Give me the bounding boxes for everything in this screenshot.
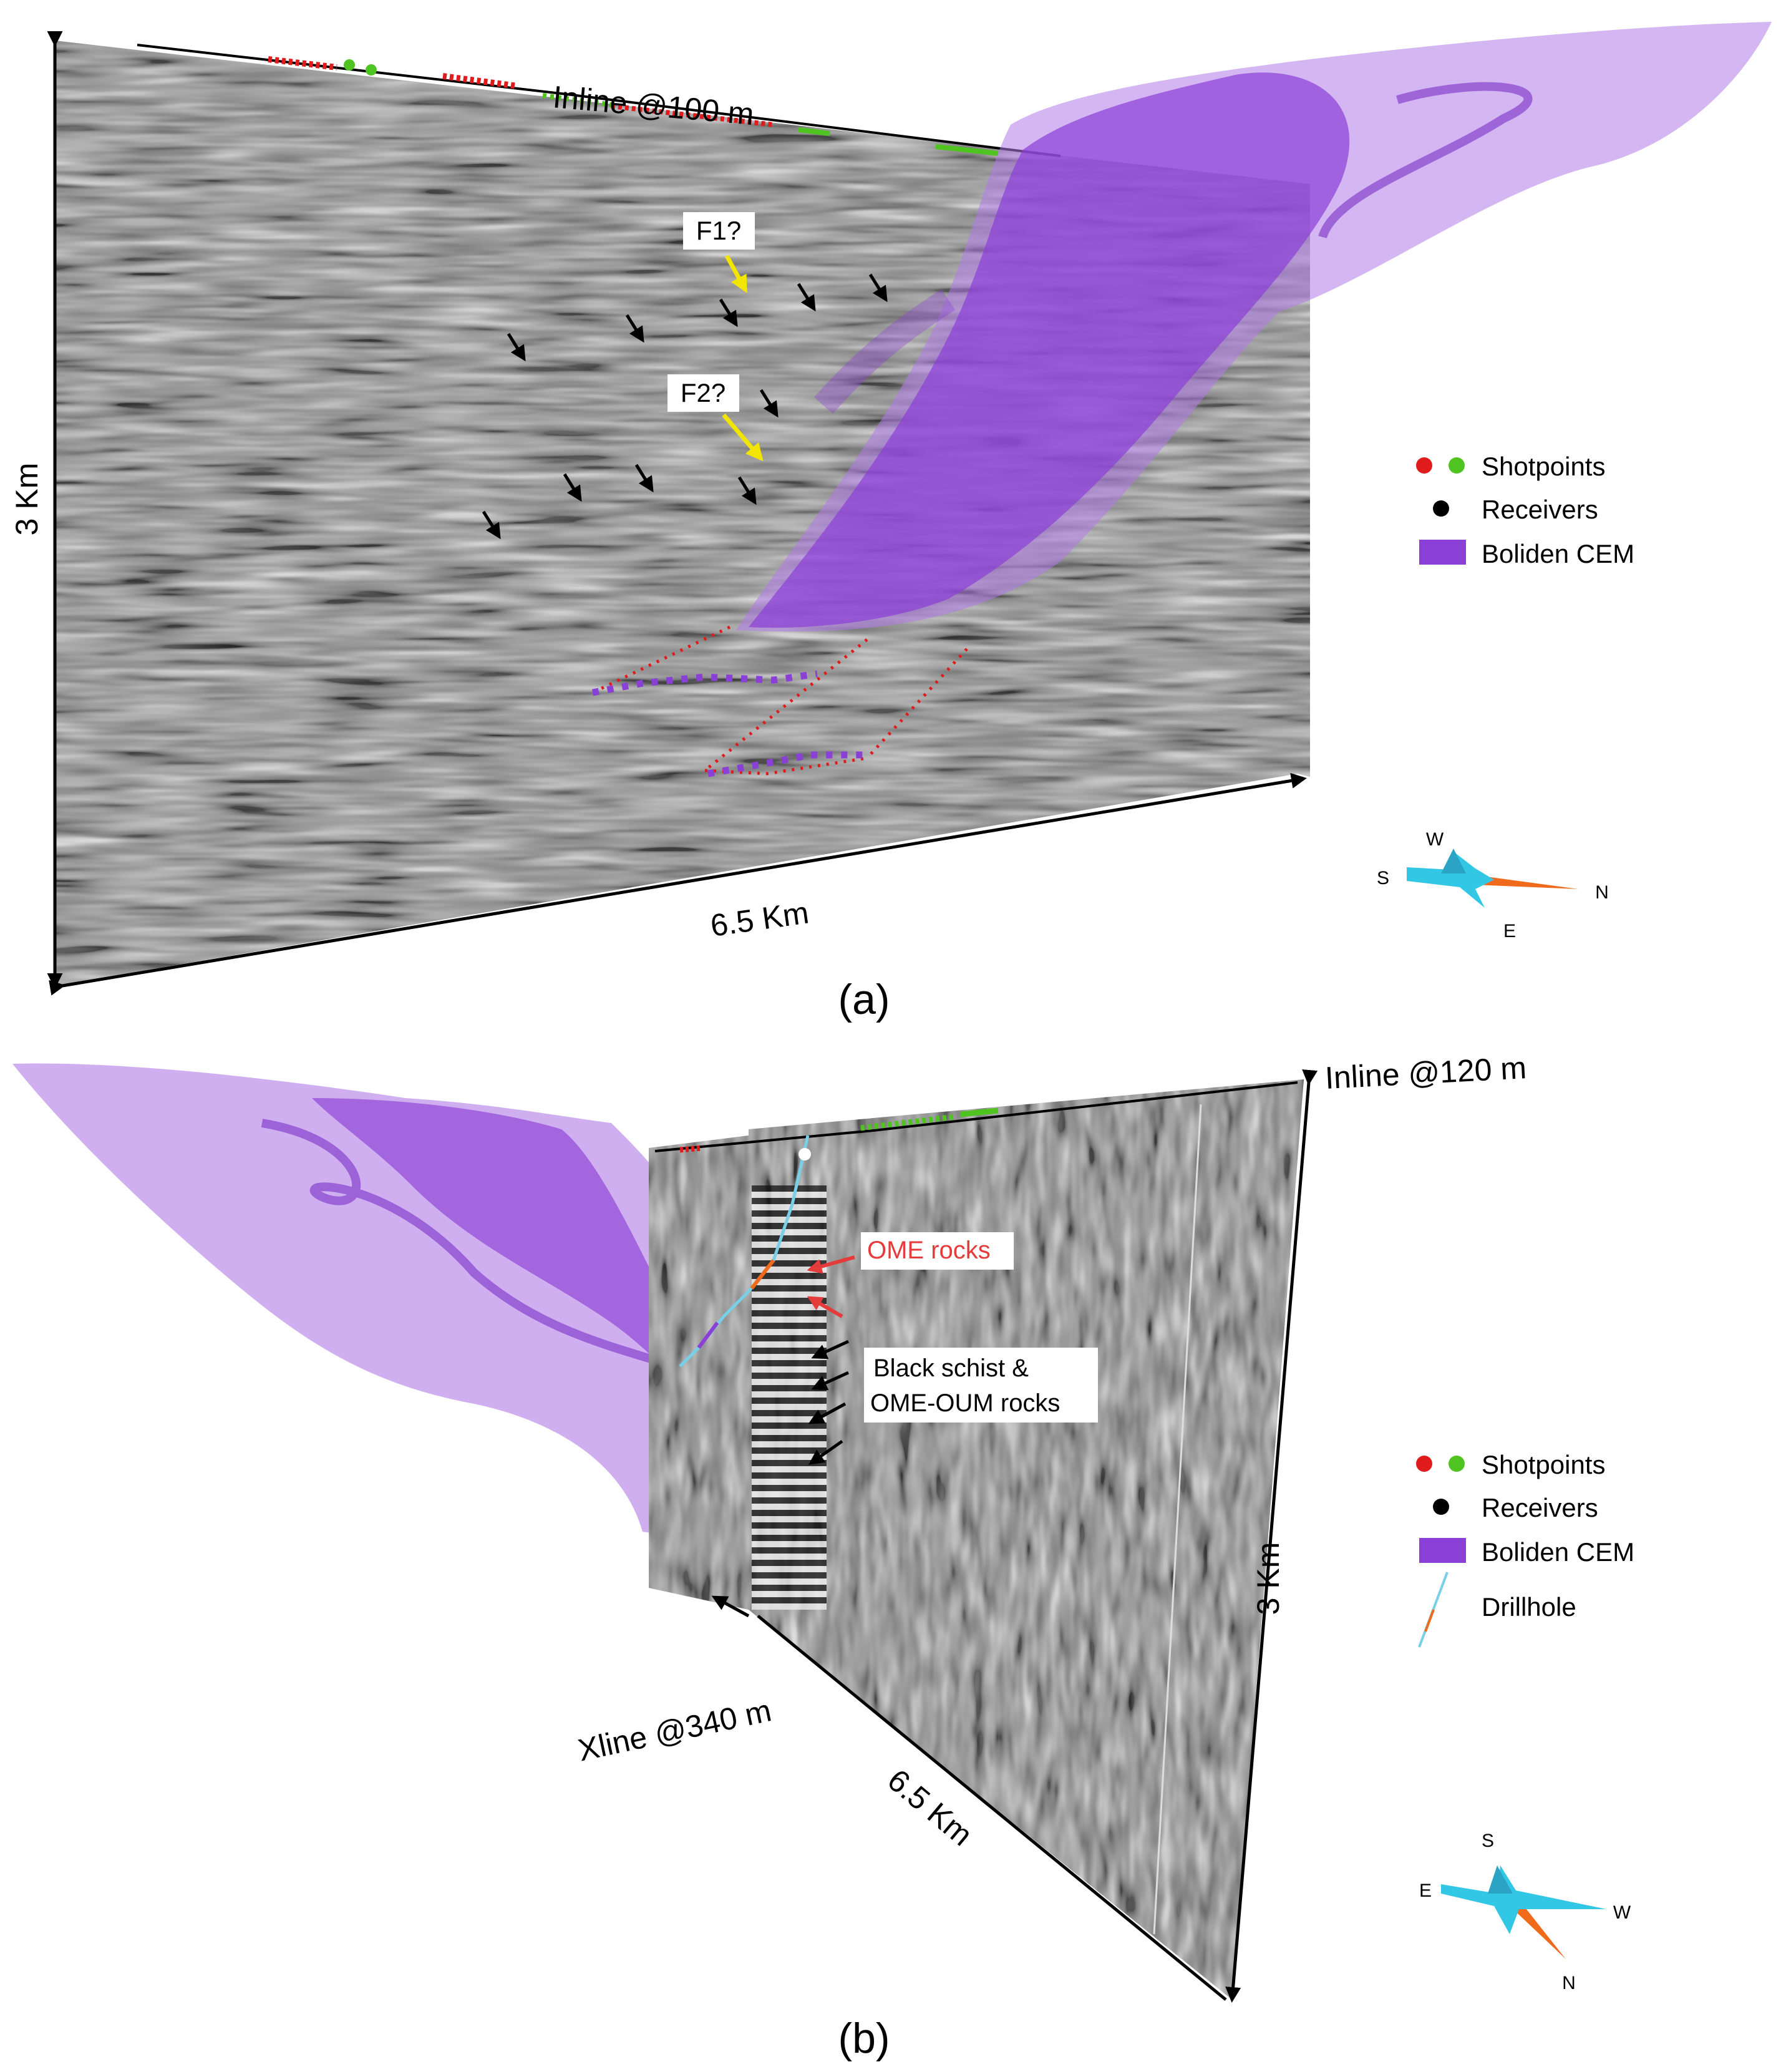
length-axis-b xyxy=(757,1615,1227,2001)
ome-rocks-label: OME rocks xyxy=(867,1237,991,1264)
compass-rose-icon xyxy=(1441,1865,1606,1934)
shotpoint-red-icon xyxy=(1416,457,1432,474)
legend-a-shotpoints: Shotpoints xyxy=(1482,452,1605,481)
xline-section xyxy=(649,1136,749,1610)
depth-label-b: 3 Km xyxy=(1251,1542,1286,1615)
legend-a-receivers: Receivers xyxy=(1482,495,1598,524)
panel-b-label: (b) xyxy=(838,2015,890,2062)
section-divider-b xyxy=(1153,1104,1202,1935)
panel-b: OME rocks Black schist & OME-OUM rocks I… xyxy=(12,1050,1634,2062)
compass-a: W S N E xyxy=(1377,829,1609,941)
reflector-arrows-a xyxy=(482,273,888,540)
panel-a: F1? F2? Inline @100 m 3 Km 6.5 Km Shotpo… xyxy=(9,22,1772,1023)
compass-needle-north-icon xyxy=(1507,1900,1566,1959)
compass-a-south: S xyxy=(1377,868,1389,888)
legend-b-receivers: Receivers xyxy=(1482,1493,1598,1522)
compass-a-west: W xyxy=(1426,829,1444,850)
drillhole-collar-icon xyxy=(798,1148,811,1160)
compass-b-north: N xyxy=(1562,1973,1576,1993)
legend-b-cem: Boliden CEM xyxy=(1482,1537,1634,1567)
compass-b-east: E xyxy=(1419,1880,1432,1901)
compass-a-north: N xyxy=(1595,882,1609,903)
shotpoints-surface-a xyxy=(268,56,999,156)
xline-label-b: Xline @340 m xyxy=(575,1693,775,1768)
compass-b-west: W xyxy=(1613,1902,1631,1923)
receiver-icon xyxy=(1433,500,1449,517)
compass-rose-icon xyxy=(1407,852,1494,908)
legend-a: Shotpoints Receivers Boliden CEM xyxy=(1416,452,1634,568)
depth-axis-b xyxy=(1225,1069,1318,2003)
legend-b: Shotpoints Receivers Boliden CEM Drillho… xyxy=(1416,1450,1634,1648)
seismic-section-b xyxy=(749,1079,1304,2000)
compass-b-south: S xyxy=(1482,1831,1494,1851)
length-axis-bottom-a xyxy=(49,772,1307,996)
length-label-a: 6.5 Km xyxy=(708,895,811,943)
ome-arrows xyxy=(807,1255,855,1318)
shotpoint-green-icon xyxy=(1449,1456,1465,1472)
depth-label-a: 3 Km xyxy=(9,463,44,536)
legend-b-drillhole: Drillhole xyxy=(1482,1592,1576,1622)
cem-swatch-icon xyxy=(1419,1538,1466,1563)
shotpoint-red-icon xyxy=(1416,1456,1432,1472)
cem-swatch-icon xyxy=(1419,540,1466,565)
black-schist-arrows xyxy=(808,1340,850,1465)
fault-f2-marker: F2? xyxy=(667,374,764,462)
black-schist-label-line1: Black schist & xyxy=(873,1355,1029,1382)
legend-a-cem: Boliden CEM xyxy=(1482,539,1634,568)
receiver-icon xyxy=(1433,1499,1449,1515)
boliden-cem-body-a xyxy=(736,22,1772,632)
fault-f1-label: F1? xyxy=(696,216,741,245)
shotpoint-green-icon xyxy=(1449,457,1465,474)
inline-label-b: Inline @120 m xyxy=(1324,1050,1528,1096)
fault-f1-marker: F1? xyxy=(683,212,755,293)
panel-a-label: (a) xyxy=(838,976,890,1023)
strong-reflector-band xyxy=(752,1185,827,1610)
shotpoints-surface-b xyxy=(654,1081,1298,1153)
compass-a-east: E xyxy=(1503,921,1516,941)
xline-axis-b xyxy=(711,1595,750,1618)
fault-f2-label: F2? xyxy=(681,378,726,407)
boliden-cem-body-b xyxy=(12,1063,755,1534)
compass-needle-north-icon xyxy=(1472,875,1578,889)
compass-b: S E W N xyxy=(1419,1831,1631,1993)
legend-b-shotpoints: Shotpoints xyxy=(1482,1450,1605,1479)
black-schist-label-line2: OME-OUM rocks xyxy=(870,1389,1060,1417)
